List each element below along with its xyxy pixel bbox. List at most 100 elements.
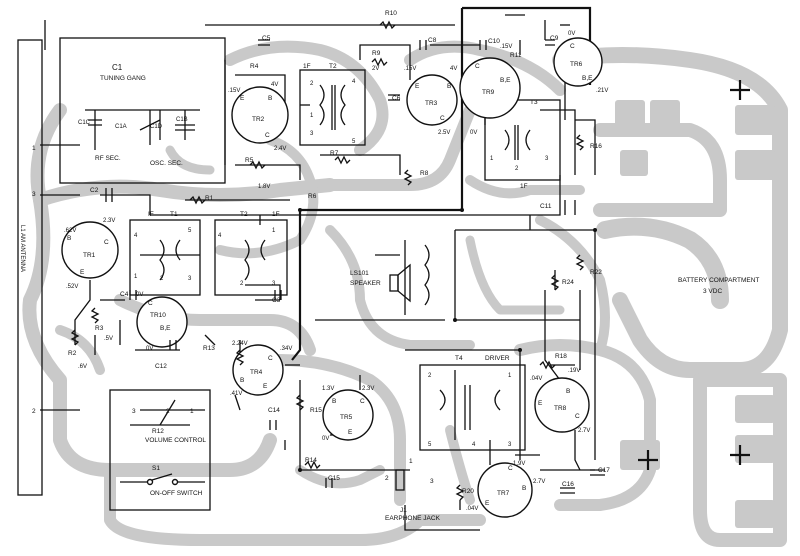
voltage-13: .62V: [64, 228, 76, 234]
voltage-18: .5V: [104, 336, 113, 342]
voltage-19: .6V: [78, 364, 87, 370]
label-r2: R2: [68, 350, 77, 357]
tr4-pin-c: C: [268, 355, 273, 362]
transistor-tr8: TR8 E B C: [534, 377, 590, 433]
label-r18: R18: [555, 353, 567, 360]
t2-pin-4: 4: [352, 79, 356, 85]
transistor-tr6: TR6 C B,E: [553, 37, 603, 87]
label-c16: C16: [562, 481, 574, 488]
antenna-pin-1: 1: [32, 145, 36, 152]
transformer-t1-if: 1F: [272, 211, 280, 218]
label-r13: R13: [203, 345, 215, 352]
voltage-26: .04V: [530, 376, 542, 382]
voltage-10: .15V: [500, 44, 512, 50]
voltage-7: 4V: [450, 66, 457, 72]
label-c9: C9: [550, 35, 559, 42]
tuning-gang-c1a: C1A: [115, 124, 127, 130]
voltage-22: .41V: [230, 391, 242, 397]
voltage-1: .15V: [228, 88, 240, 94]
transformer-t4-driver: T4 DRIVER: [419, 355, 526, 451]
voltage-25: 0V: [322, 436, 329, 442]
voltage-4: 1.8V: [258, 184, 270, 190]
t1-pin-1: 1: [272, 228, 276, 234]
label-c11: C11: [540, 203, 552, 210]
tuning-gang-subtitle: TUNING GANG: [100, 75, 146, 82]
tuning-gang-c1b: C1B: [176, 117, 188, 123]
voltage-14: 2.3V: [103, 218, 115, 224]
tr10-pin-c: C: [148, 300, 153, 307]
transistor-tr3: TR3 E B C: [406, 74, 458, 126]
t4-pin-5: 5: [428, 442, 432, 448]
label-r24: R24: [562, 279, 574, 286]
volume-pin-3: 3: [132, 408, 136, 415]
label-r14: R14: [305, 457, 317, 464]
tr3-name: TR3: [425, 100, 438, 107]
transistor-tr7: TR7 C B E: [477, 462, 533, 518]
transistor-tr2: TR2 E B C: [231, 86, 289, 144]
voltage-3: 2.4V: [274, 146, 286, 152]
label-r6: R6: [308, 193, 317, 200]
tuning-gang-c1: C1 TUNING GANG C1C C1A C1D C1B RF SEC. O…: [59, 37, 226, 184]
jack-pin-1: 1: [409, 458, 413, 465]
t2-pin-1: 1: [310, 113, 314, 119]
voltage-9: 0V: [470, 130, 477, 136]
tr8-pin-b: B: [566, 388, 570, 395]
transformer-t4-label: T4: [455, 355, 463, 362]
label-r9: R9: [372, 50, 381, 57]
label-r7: R7: [330, 150, 339, 157]
tr7-pin-b: B: [522, 485, 526, 492]
transistors: TR1 B E C TR2 E B C TR3 E B C TR9 C B,E …: [61, 37, 603, 518]
tr5-pin-e: E: [348, 429, 353, 436]
label-r8: R8: [420, 170, 429, 177]
label-c8: C8: [428, 37, 437, 44]
transistor-tr9: TR9 C B,E: [459, 57, 521, 119]
label-r10: R10: [385, 10, 397, 17]
antenna-label: L1 AM ANTENNA: [19, 225, 25, 272]
coil-osc-label: IF: [148, 211, 154, 218]
label-r1: R1: [205, 195, 214, 202]
voltage-20: 2.24V: [232, 341, 248, 347]
voltage-labels: .15V 4V 2.4V 1.8V 2V .15V 4V 2.5V 0V .15…: [64, 31, 608, 512]
tr1-pin-c: C: [104, 239, 109, 246]
t1-pin-2: 2: [240, 281, 244, 287]
label-r5: R5: [245, 157, 254, 164]
volume-pin-1: 1: [190, 408, 194, 415]
label-c4: C4: [120, 291, 129, 298]
tr9-name: TR9: [482, 89, 495, 96]
tr3-pin-b: B: [447, 83, 451, 90]
tuning-gang-c1c: C1C: [78, 120, 91, 126]
tr9-pin-be: B,E: [500, 77, 511, 84]
coil-l2-osc: IF T1: [129, 211, 201, 296]
t3-pin-1: 1: [490, 156, 494, 162]
l2-pin-4: 4: [134, 233, 138, 239]
antenna-pin-2: 2: [32, 408, 36, 415]
tuning-gang-c1d: C1D: [150, 124, 163, 130]
l2-pin-3: 3: [188, 276, 192, 282]
voltage-23: 1.3V: [322, 386, 334, 392]
t4-pin-4: 4: [472, 442, 476, 448]
tr8-pin-e: E: [538, 400, 543, 407]
transistor-tr10: TR10 C B,E: [136, 296, 188, 348]
tuning-gang-rf-sec: RF SEC.: [95, 155, 121, 162]
transformer-t2-label: T2: [329, 63, 337, 70]
voltage-8: 2.5V: [438, 130, 450, 136]
label-r16: R16: [590, 143, 602, 150]
voltage-15: .52V: [66, 284, 78, 290]
tr1-pin-e: E: [80, 269, 85, 276]
label-r22: R22: [590, 269, 602, 276]
voltage-21: .34V: [280, 346, 292, 352]
tr3-pin-c: C: [440, 115, 445, 122]
tr2-pin-c: C: [265, 132, 270, 139]
transformer-t2-if: 1F: [303, 63, 311, 70]
voltage-30: 2.7V: [533, 479, 545, 485]
t1-pin-4: 4: [218, 233, 222, 239]
tr2-name: TR2: [252, 116, 265, 123]
label-c2: C2: [90, 187, 99, 194]
label-c15: C15: [328, 475, 340, 482]
voltage-31: .04V: [466, 506, 478, 512]
t4-pin-3: 3: [508, 442, 512, 448]
voltage-27: .19V: [568, 368, 580, 374]
t4-pin-2: 2: [428, 373, 432, 379]
speaker-label: SPEAKER: [350, 280, 381, 287]
label-c5: C5: [262, 35, 271, 42]
